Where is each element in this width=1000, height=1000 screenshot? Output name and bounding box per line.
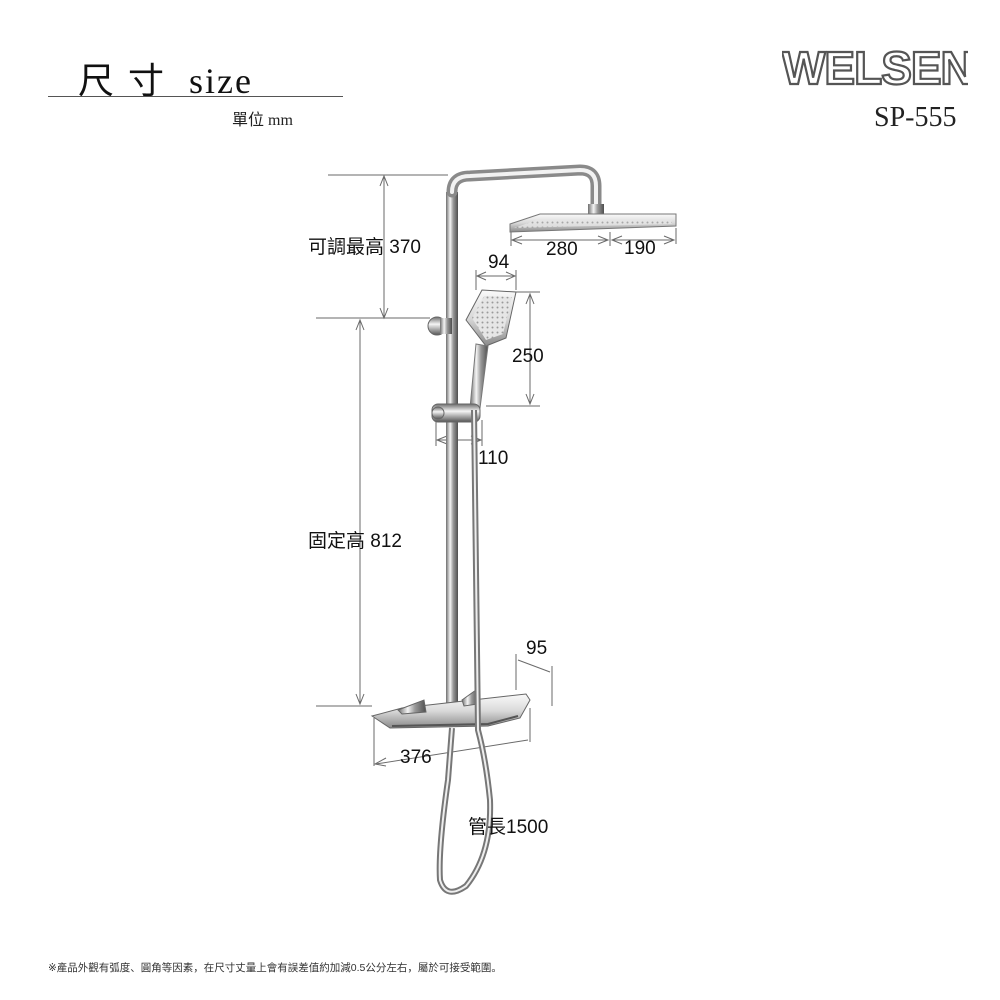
shelf-length-label: 376 [400, 747, 432, 768]
mixer-shelf [370, 689, 531, 729]
shelf-depth-label: 95 [526, 638, 547, 659]
hose [436, 409, 494, 895]
overhead-length-label: 280 [546, 239, 578, 260]
title-underline [48, 96, 343, 97]
handshower-length-label: 250 [512, 346, 544, 367]
brand-logo: WELSEN [781, 41, 975, 95]
title-english: size [189, 61, 253, 101]
fixed-height-label: 固定高 812 [308, 530, 402, 552]
overhead-width-label: 190 [624, 238, 656, 259]
hose-length-label: 管長1500 [468, 816, 548, 838]
title-chinese: 尺寸 [78, 61, 179, 101]
slider [431, 403, 481, 423]
dimension-lines [316, 174, 677, 767]
handshower-width-label: 94 [488, 252, 510, 273]
slider-width-label: 110 [478, 448, 508, 469]
hand-shower [465, 289, 517, 409]
overhead-shower [509, 204, 677, 233]
brand-logo-text: WELSEN [782, 42, 968, 90]
model-number: SP-555 [874, 102, 957, 133]
unit-label: 單位 mm [232, 112, 293, 129]
adjustable-height-label: 可調最高 370 [308, 236, 421, 258]
page-title: 尺寸 size [78, 52, 253, 104]
wall-bracket [427, 316, 452, 336]
footnote: ※產品外觀有弧度、圓角等因素，在尺寸丈量上會有誤差值約加減0.5公分左右，屬於可… [48, 962, 502, 974]
